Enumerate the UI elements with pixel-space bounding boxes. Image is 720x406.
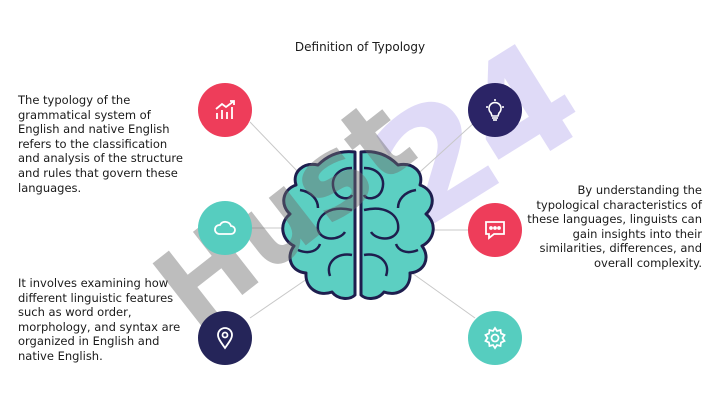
location-pin-icon [217,327,233,350]
node-cloud [198,201,252,255]
lightbulb-icon [486,99,504,121]
node-gear [468,311,522,365]
node-chart [198,83,252,137]
chart-growth-icon [215,100,235,119]
node-location [198,311,252,365]
node-lightbulb [468,83,522,137]
cloud-icon [214,220,236,235]
text-left-bottom: It involves examining how different ling… [18,276,181,363]
chat-bubble-icon [485,221,505,240]
gear-icon [484,326,506,350]
text-right: By understanding the typological charact… [527,183,702,270]
diagram-title: Definition of Typology [294,40,426,54]
node-chat [468,203,522,257]
text-left-top: The typology of the grammatical system o… [18,93,183,195]
